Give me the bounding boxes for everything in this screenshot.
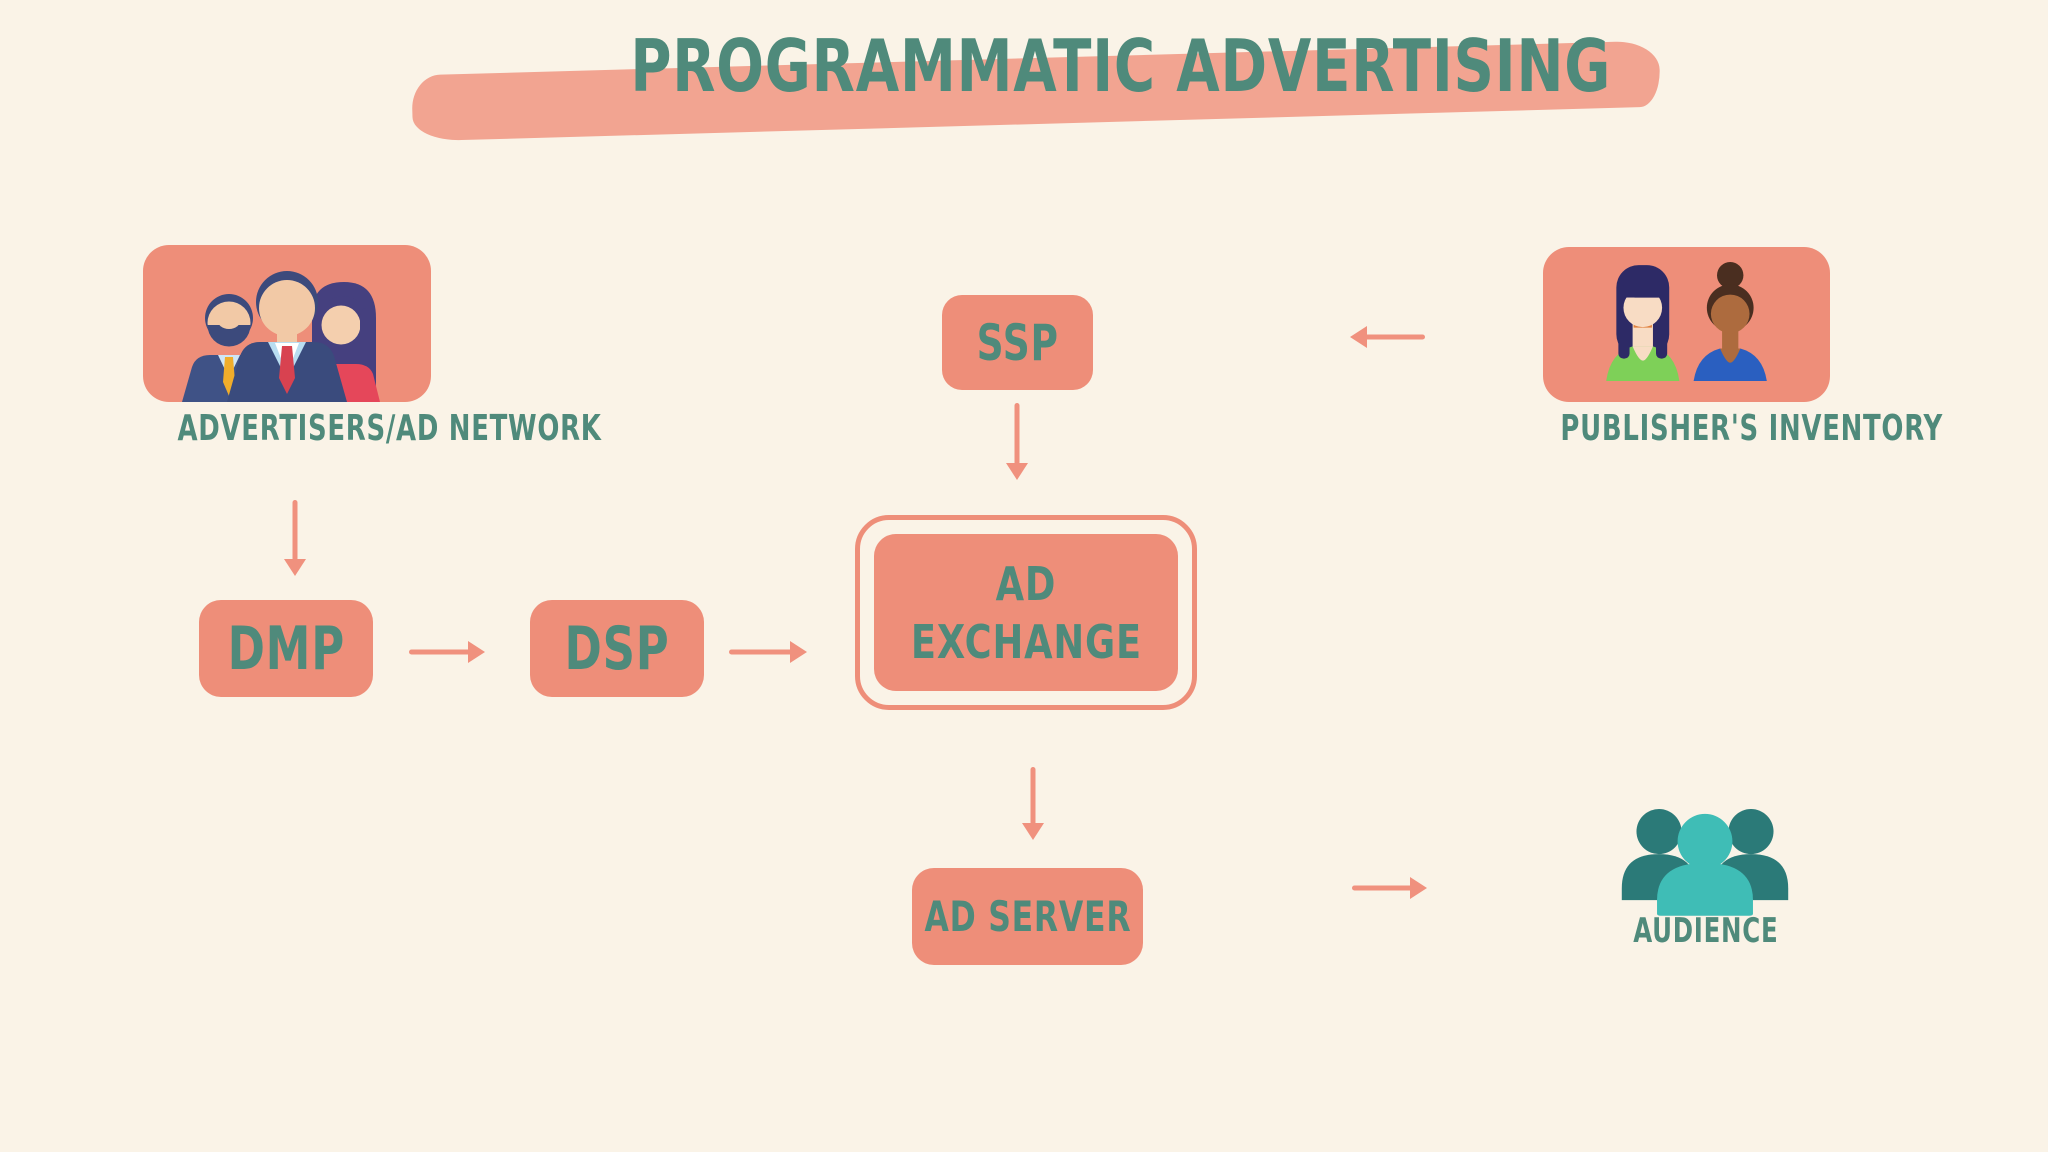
arrow-advertisers-to-dmp bbox=[282, 500, 308, 576]
arrow-head bbox=[284, 559, 306, 576]
arrow-shaft bbox=[729, 649, 793, 655]
arrow-shaft bbox=[1014, 403, 1020, 465]
audience-group-icon bbox=[1621, 809, 1789, 916]
publisher-inventory-box bbox=[1543, 247, 1830, 402]
arrow-ssp-to-ad-exchange bbox=[1004, 403, 1030, 480]
audience-label: AUDIENCE bbox=[1633, 911, 1779, 951]
arrow-dmp-to-dsp bbox=[409, 639, 485, 665]
ssp-label: SSP bbox=[976, 313, 1059, 372]
arrow-shaft bbox=[409, 649, 471, 655]
page-title-text: PROGRAMMATIC ADVERTISING bbox=[630, 24, 1612, 108]
arrow-shaft bbox=[1364, 334, 1425, 340]
ad-exchange-box: AD EXCHANGE bbox=[874, 534, 1178, 691]
audience-icon-wrap bbox=[1612, 798, 1798, 916]
dmp-label: DMP bbox=[227, 613, 345, 684]
ad-exchange-label-line2: EXCHANGE bbox=[910, 614, 1142, 669]
arrow-ad-exchange-to-ad-server bbox=[1020, 767, 1046, 840]
page-title: PROGRAMMATIC ADVERTISING bbox=[492, 30, 1610, 102]
arrow-dsp-to-ad-exchange bbox=[729, 639, 807, 665]
arrow-head bbox=[1006, 463, 1028, 480]
person-man-red-tie bbox=[227, 271, 347, 402]
advertisers-box bbox=[143, 245, 431, 402]
ssp-box: SSP bbox=[942, 295, 1093, 390]
arrow-publisher-to-ssp bbox=[1350, 324, 1425, 350]
ad-exchange-outer-frame: AD EXCHANGE bbox=[855, 515, 1197, 710]
avatar-woman-green-top bbox=[1606, 264, 1680, 381]
arrow-shaft bbox=[292, 500, 298, 561]
avatar-woman-blue-top bbox=[1693, 261, 1767, 381]
advertisers-people-icon bbox=[182, 271, 380, 402]
audience-front-person bbox=[1657, 813, 1753, 916]
dsp-box: DSP bbox=[530, 600, 704, 697]
arrow-head bbox=[468, 641, 485, 663]
dmp-box: DMP bbox=[199, 600, 373, 697]
arrow-shaft bbox=[1030, 767, 1036, 825]
arrow-ad-server-to-audience bbox=[1352, 875, 1427, 901]
advertisers-label: ADVERTISERS/AD NETWORK bbox=[177, 408, 602, 449]
arrow-head bbox=[1022, 823, 1044, 840]
dsp-label: DSP bbox=[564, 613, 670, 684]
arrow-shaft bbox=[1352, 885, 1413, 891]
ad-server-label: AD SERVER bbox=[924, 892, 1131, 941]
ad-server-box: AD SERVER bbox=[912, 868, 1143, 965]
publisher-inventory-label: PUBLISHER'S INVENTORY bbox=[1560, 408, 1943, 449]
arrow-head bbox=[1350, 326, 1367, 348]
ad-exchange-label-line1: AD bbox=[995, 556, 1057, 611]
arrow-head bbox=[790, 641, 807, 663]
arrow-head bbox=[1410, 877, 1427, 899]
publisher-avatars-icon bbox=[1606, 261, 1767, 381]
